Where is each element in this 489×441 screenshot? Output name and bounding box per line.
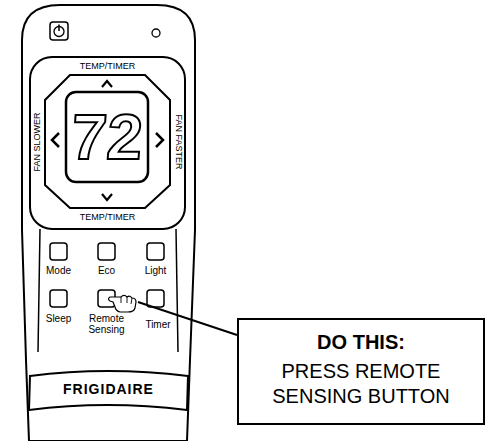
button-label: Light xyxy=(145,265,167,276)
up-chevron xyxy=(102,81,112,87)
control-ring xyxy=(30,57,185,229)
mode-button xyxy=(50,243,67,260)
panel-edge xyxy=(176,229,178,352)
pointing-hand xyxy=(109,296,137,313)
button-label: Timer xyxy=(145,319,170,330)
brand-logo: FRIGIDAIRE xyxy=(63,382,154,397)
eco-button xyxy=(98,243,115,260)
display-window xyxy=(66,92,148,182)
button-caption: TEMP/TIMER xyxy=(80,213,136,223)
button-label: Sleep xyxy=(46,313,72,324)
callout-box: DO THIS: PRESS REMOTE SENSING BUTTON xyxy=(237,318,485,425)
indicator-light xyxy=(152,29,160,37)
leader-line xyxy=(138,302,237,335)
remote-body xyxy=(22,5,195,441)
hand-fingers xyxy=(121,297,132,304)
button-caption: TEMP/TIMER xyxy=(80,62,136,72)
button-label: Mode xyxy=(46,265,71,276)
light-button xyxy=(147,243,164,260)
button-label: Eco xyxy=(98,265,115,276)
sleep-button xyxy=(50,290,67,307)
right-chevron xyxy=(156,133,163,147)
down-chevron xyxy=(102,194,112,200)
button-caption: FAN SLOWER xyxy=(33,112,43,171)
control-pad xyxy=(45,75,170,208)
callout-instruction: PRESS REMOTE SENSING BUTTON xyxy=(266,359,456,409)
callout-heading: DO THIS: xyxy=(245,330,477,355)
button-caption: FAN FASTER xyxy=(173,114,183,169)
timer-button xyxy=(147,290,164,307)
brand-band xyxy=(29,371,188,410)
button-label: Remote Sensing xyxy=(85,313,129,335)
left-chevron xyxy=(52,133,59,147)
power-button xyxy=(50,22,68,40)
display-digits: 72 xyxy=(69,105,145,169)
panel-edge xyxy=(38,229,40,352)
power-symbol xyxy=(58,25,60,32)
